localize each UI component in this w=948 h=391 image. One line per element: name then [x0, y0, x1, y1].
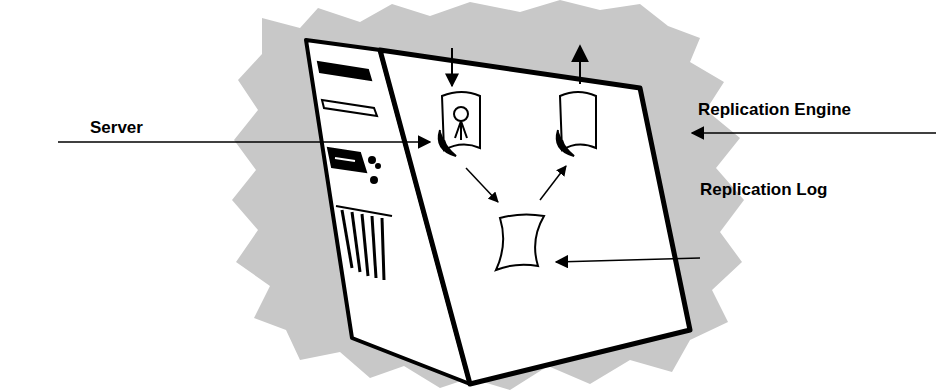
output-arrow: [579, 46, 581, 84]
callout-label: Replication Log: [700, 180, 828, 200]
engine-doc-icon: [557, 92, 596, 156]
shadow-splash: [232, 0, 744, 390]
tower-side: [380, 50, 690, 384]
leader-line: [692, 132, 936, 134]
from-log-arrow: [540, 166, 566, 200]
callout-label: Server: [90, 118, 143, 138]
callout-label: Replication Engine: [698, 100, 851, 120]
server-key-icon: [439, 92, 480, 156]
log-doc-icon: [496, 214, 544, 270]
leader-line: [556, 258, 700, 262]
to-log-arrow: [466, 168, 498, 202]
front-panel-details: [318, 62, 380, 183]
input-arrow: [451, 48, 453, 86]
front-vents: [336, 206, 392, 280]
leader-line: [58, 141, 430, 143]
